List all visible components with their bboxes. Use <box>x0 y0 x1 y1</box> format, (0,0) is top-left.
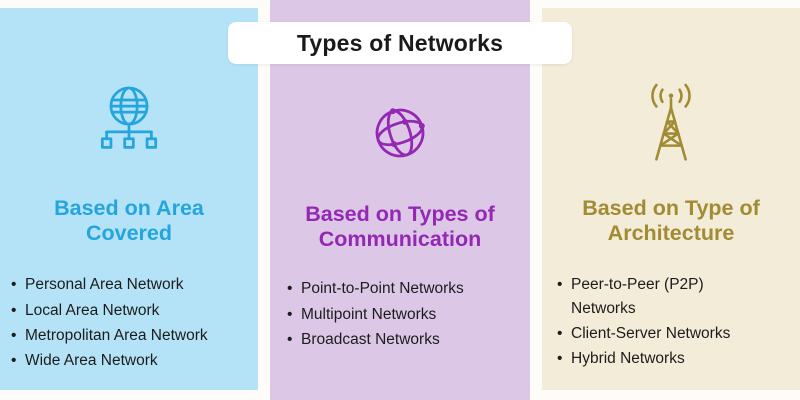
list-item: Broadcast Networks <box>286 328 516 352</box>
page-title: Types of Networks <box>296 29 504 56</box>
column-heading-area-covered: Based on Area Covered <box>54 196 204 245</box>
column-list-types-of-communication: Point-to-Point Networks Multipoint Netwo… <box>286 277 516 353</box>
list-item: Wide Area Network <box>10 349 255 373</box>
globe-icon <box>359 92 441 174</box>
list-item: Hybrid Networks <box>556 347 762 371</box>
list-item: Point-to-Point Networks <box>286 277 516 301</box>
list-item: Metropolitan Area Network <box>10 324 255 348</box>
list-item: Peer-to-Peer (P2P) Networks <box>556 273 762 320</box>
list-item: Client-Server Networks <box>556 322 762 346</box>
column-list-type-of-architecture: Peer-to-Peer (P2P) Networks Client-Serve… <box>556 273 762 372</box>
list-item: Personal Area Network <box>10 273 255 297</box>
column-heading-types-of-communication: Based on Types of Communication <box>305 202 495 251</box>
list-item: Local Area Network <box>10 299 255 323</box>
column-list-area-covered: Personal Area Network Local Area Network… <box>10 273 255 374</box>
globe-network-icon <box>86 82 172 168</box>
column-types-of-communication: Based on Types of Communication Point-to… <box>270 0 530 400</box>
column-type-of-architecture: Based on Type of Architecture Peer-to-Pe… <box>542 8 800 390</box>
radio-tower-icon <box>628 82 714 168</box>
column-area-covered: Based on Area Covered Personal Area Netw… <box>0 8 258 390</box>
list-item: Multipoint Networks <box>286 303 516 327</box>
title-banner: Types of Networks <box>228 22 572 64</box>
column-heading-type-of-architecture: Based on Type of Architecture <box>582 196 760 245</box>
